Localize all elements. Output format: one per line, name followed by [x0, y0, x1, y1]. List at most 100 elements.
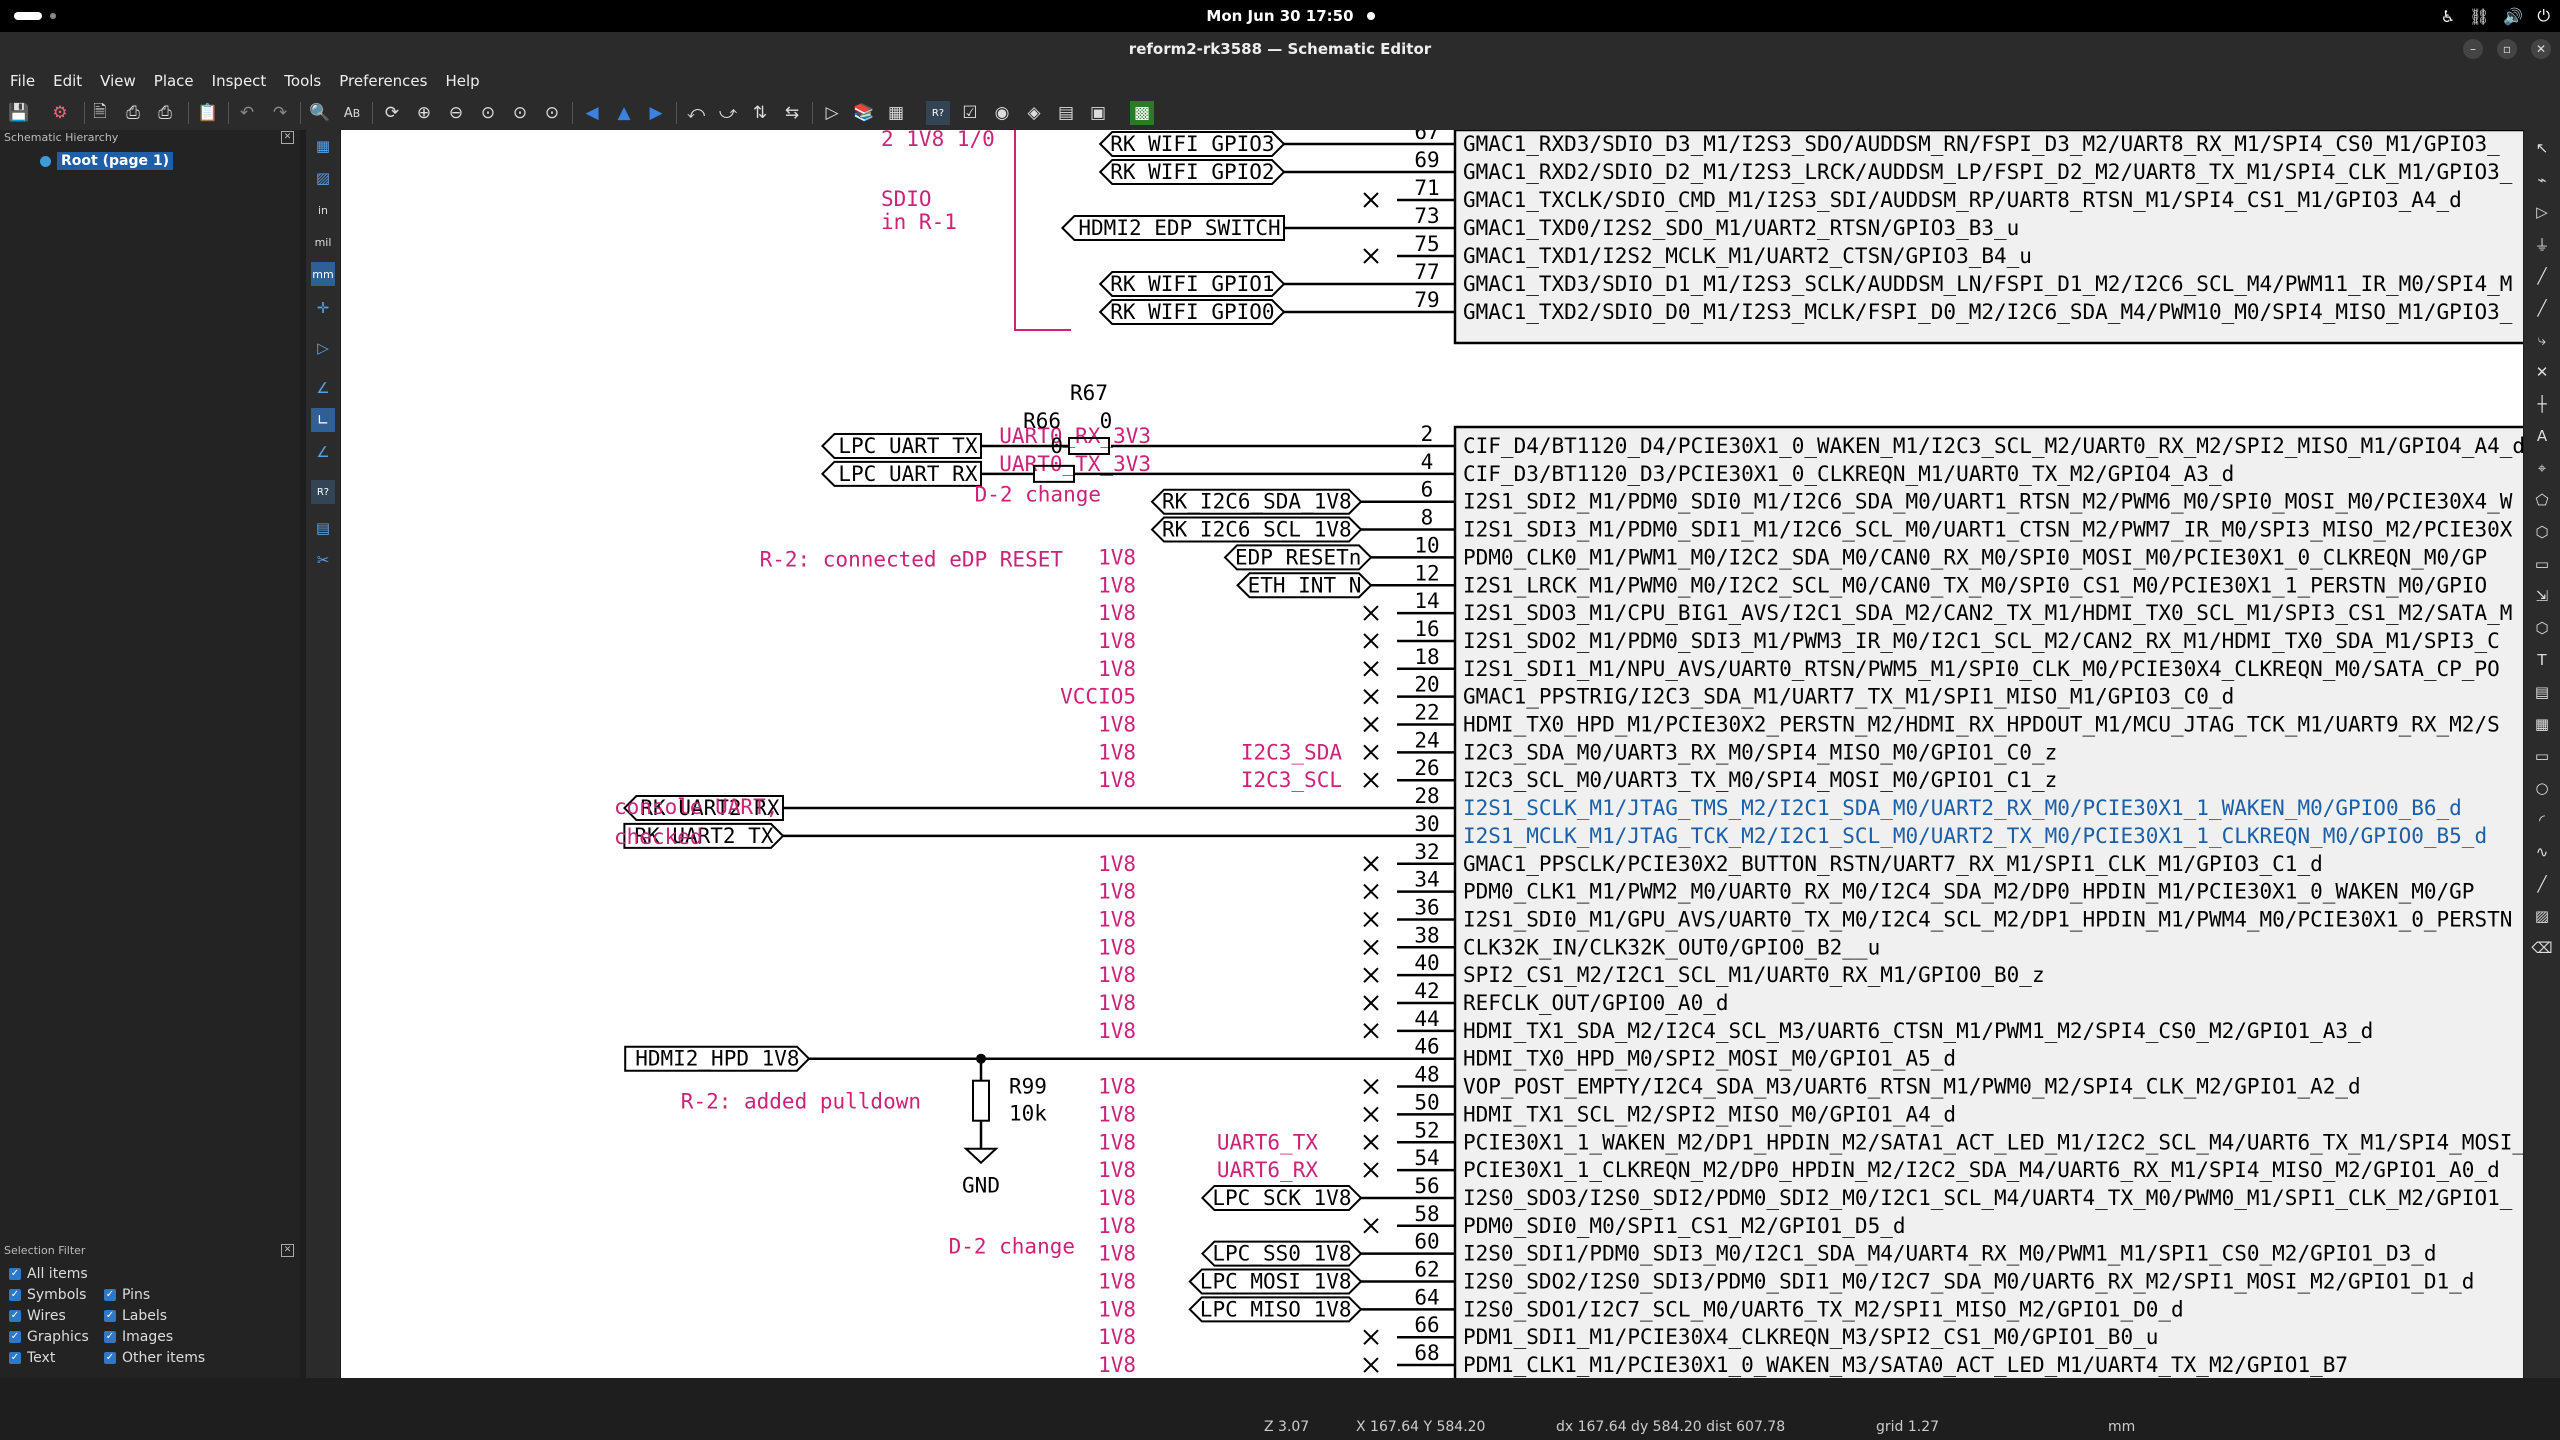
- note-sdio-top[interactable]: 2 1V8 1/0: [881, 130, 995, 151]
- no-connect-marker[interactable]: [1363, 1106, 1379, 1123]
- activities-indicator[interactable]: [14, 12, 42, 20]
- global-label[interactable]: RK_WIFI_GPIO1: [1110, 272, 1274, 296]
- add-wire-icon[interactable]: ╱: [2537, 267, 2547, 285]
- pin-number[interactable]: 2: [1421, 422, 1434, 446]
- power-net-label[interactable]: 1V8: [1098, 963, 1136, 987]
- pin-number[interactable]: 44: [1414, 1007, 1439, 1031]
- mirror-vertical-icon[interactable]: ⇅: [752, 103, 768, 123]
- gnd-symbol[interactable]: [963, 1147, 999, 1165]
- checkbox-checked-icon[interactable]: ✓: [104, 1289, 116, 1301]
- print-icon[interactable]: ⎙: [126, 103, 140, 123]
- global-label[interactable]: HDMI2_HPD_1V8: [635, 1047, 799, 1071]
- hierarchy-root-item[interactable]: Root (page 1): [40, 152, 300, 170]
- hierarchy-root-label[interactable]: Root (page 1): [57, 152, 173, 170]
- zoom-objects-icon[interactable]: ⊙: [512, 103, 528, 123]
- global-label[interactable]: ETH_INT_N: [1248, 573, 1362, 597]
- power-net-label[interactable]: 1V8: [1098, 935, 1136, 959]
- add-power-icon[interactable]: ⏚: [2534, 235, 2550, 254]
- select-icon[interactable]: ↖: [2535, 139, 2549, 157]
- save-icon[interactable]: 💾: [8, 103, 30, 123]
- redo-icon[interactable]: ↷: [272, 103, 288, 123]
- global-label[interactable]: LPC_SCK_1V8: [1212, 1186, 1351, 1210]
- checkbox-checked-icon[interactable]: ✓: [104, 1331, 116, 1343]
- pin-number[interactable]: 56: [1414, 1174, 1439, 1198]
- net-label[interactable]: UART6_TX: [1217, 1130, 1319, 1154]
- no-connect-marker[interactable]: [1363, 744, 1379, 761]
- pin-number[interactable]: 12: [1414, 561, 1439, 585]
- text-box-icon[interactable]: ▤: [2534, 683, 2550, 701]
- checkbox-checked-icon[interactable]: ✓: [9, 1331, 21, 1343]
- net-label[interactable]: UART6_RX: [1217, 1158, 1319, 1182]
- pin-number[interactable]: 28: [1414, 784, 1439, 808]
- grid-icon[interactable]: ▦: [315, 137, 331, 155]
- no-connect-marker[interactable]: [1363, 1357, 1379, 1373]
- close-panel-icon[interactable]: ✕: [281, 1244, 294, 1257]
- pin-function-label[interactable]: I2S1_SCLK_M1/JTAG_TMS_M2/I2C1_SDA_M0/UAR…: [1463, 796, 2462, 820]
- footprint-editor-icon[interactable]: ▦: [887, 103, 905, 123]
- global-label[interactable]: RK_UART2_RX: [640, 796, 779, 820]
- power-net-label[interactable]: 1V8: [1098, 1325, 1136, 1349]
- pin-number[interactable]: 38: [1414, 923, 1439, 947]
- note-checked[interactable]: checked: [614, 825, 703, 849]
- line-mode-90-icon[interactable]: ∟: [311, 408, 335, 432]
- add-symbol-icon[interactable]: ▷: [2536, 203, 2548, 221]
- add-bus-icon[interactable]: ╱: [2537, 299, 2547, 317]
- pin-function-label[interactable]: GMAC1_TXD3/SDIO_D1_M1/I2S3_SCLK/AUDDSM_L…: [1463, 272, 2512, 296]
- no-connect-marker[interactable]: [1363, 661, 1379, 677]
- note-edp-reset[interactable]: R-2: connected eDP RESET: [760, 547, 1064, 571]
- menu-file[interactable]: File: [10, 72, 36, 90]
- filter-other-items[interactable]: ✓Other items: [104, 1350, 206, 1366]
- bezier-icon[interactable]: ∿: [2535, 843, 2549, 861]
- power-net-label[interactable]: 1V8: [1098, 852, 1136, 876]
- zoom-selection-icon[interactable]: ⊙: [544, 103, 560, 123]
- zoom-in-icon[interactable]: ⊕: [416, 103, 432, 123]
- junction[interactable]: [976, 1053, 986, 1064]
- circle-icon[interactable]: ○: [2535, 779, 2549, 797]
- menu-preferences[interactable]: Preferences: [339, 72, 428, 90]
- pin-number[interactable]: 79: [1414, 288, 1439, 312]
- global-label[interactable]: RK_UART2_TX: [634, 824, 773, 848]
- bom-icon[interactable]: ▤: [1057, 103, 1075, 123]
- plot-icon[interactable]: ⎙: [158, 103, 172, 123]
- refresh-icon[interactable]: ⟳: [384, 103, 400, 123]
- filter-pins[interactable]: ✓Pins: [104, 1287, 151, 1303]
- global-label[interactable]: RK_WIFI_GPIO3: [1110, 132, 1274, 156]
- power-net-label[interactable]: 1V8: [1098, 713, 1136, 737]
- navigate-forward-icon[interactable]: ▶: [649, 103, 663, 123]
- pin-number[interactable]: 66: [1414, 1313, 1439, 1337]
- global-label[interactable]: HDMI2_EDP_SWITCH: [1078, 216, 1280, 240]
- add-bus-entry-icon[interactable]: ⤷: [2537, 331, 2547, 349]
- resistor-ref[interactable]: R67: [1070, 381, 1108, 405]
- global-label[interactable]: LPC_SS0_1V8: [1212, 1242, 1351, 1266]
- image-icon[interactable]: ▨: [2534, 907, 2550, 925]
- pin-function-label[interactable]: I2S0_SDI1/PDM0_SDI3_M0/I2C1_SDA_M4/UART4…: [1463, 1242, 2437, 1266]
- power-net-label[interactable]: 1V8: [1098, 1353, 1136, 1377]
- pin-function-label[interactable]: I2S1_SDO3_M1/CPU_BIG1_AVS/I2C1_SDA_M2/CA…: [1463, 601, 2512, 625]
- no-connect-icon[interactable]: ✕: [2535, 363, 2549, 381]
- power-net-label[interactable]: 1V8: [1098, 880, 1136, 904]
- power-net-label[interactable]: 1V8: [1098, 629, 1136, 653]
- global-label-icon[interactable]: ⬠: [2535, 491, 2549, 509]
- pin-function-label[interactable]: I2C3_SDA_M0/UART3_RX_M0/SPI4_MISO_M0/GPI…: [1463, 740, 2057, 764]
- pin-function-label[interactable]: I2S1_SDI3_M1/PDM0_SDI1_M1/I2C6_SCL_M0/UA…: [1463, 518, 2513, 542]
- no-connect-marker[interactable]: [1363, 967, 1379, 983]
- workspace-dot[interactable]: [50, 13, 56, 19]
- net-class-icon[interactable]: ⌖: [2537, 459, 2547, 477]
- pin-function-label[interactable]: CIF_D3/BT1120_D3/PCIE30X1_0_CLKREQN_M1/U…: [1463, 462, 2234, 486]
- no-connect-marker[interactable]: [1363, 633, 1379, 649]
- highlight-net-icon[interactable]: ⌁: [2537, 171, 2547, 189]
- pin-function-label[interactable]: HDMI_TX1_SDA_M2/I2C4_SCL_M3/UART6_CTSN_M…: [1463, 1019, 2373, 1043]
- pin-function-label[interactable]: GMAC1_PPSTRIG/I2C3_SDA_M1/UART7_TX_M1/SP…: [1463, 685, 2234, 709]
- rotate-cw-icon[interactable]: ⤻: [718, 103, 738, 123]
- pin-function-label[interactable]: I2S0_SDO2/I2S0_SDI3/PDM0_SDI1_M0/I2C7_SD…: [1463, 1270, 2474, 1294]
- filter-images[interactable]: ✓Images: [104, 1329, 174, 1345]
- no-connect-marker[interactable]: [1363, 911, 1379, 928]
- pin-number[interactable]: 54: [1414, 1146, 1439, 1170]
- simulator-icon[interactable]: ◉: [994, 103, 1010, 123]
- close-icon[interactable]: ✕: [2531, 39, 2551, 59]
- pin-number[interactable]: 62: [1414, 1258, 1439, 1282]
- symbol-editor-icon[interactable]: ▷: [825, 103, 839, 123]
